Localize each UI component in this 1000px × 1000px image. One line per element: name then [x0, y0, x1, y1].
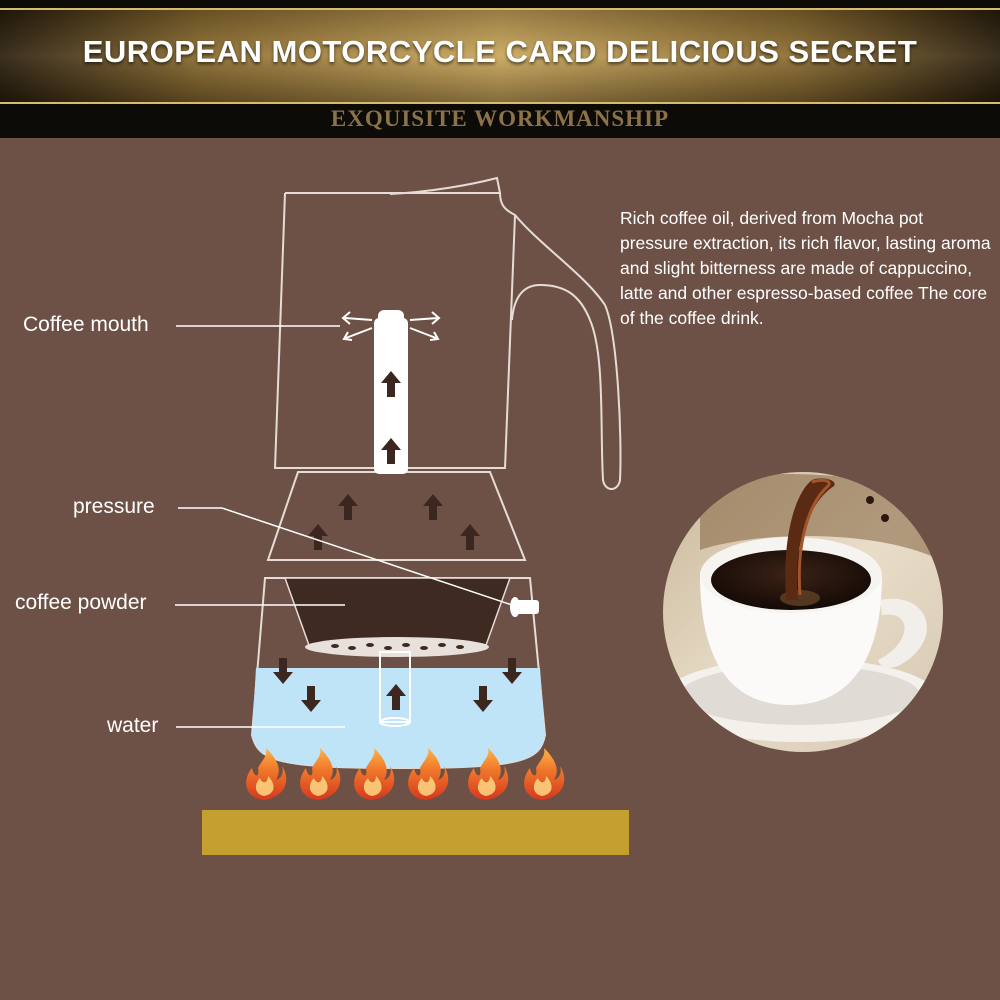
filter-plate	[305, 637, 489, 657]
arrow-up-icon	[460, 524, 480, 550]
stove-plate	[202, 810, 629, 855]
safety-valve-icon	[510, 597, 539, 617]
description-text: Rich coffee oil, derived from Mocha pot …	[620, 208, 991, 328]
gold-band	[0, 8, 1000, 104]
funnel-tube	[379, 651, 411, 723]
arrow-up-icon	[338, 494, 358, 520]
upper-chamber	[273, 176, 622, 490]
page-subtitle: EXQUISITE WORKMANSHIP	[330, 106, 670, 131]
mid-section	[266, 471, 527, 561]
header-banner: EUROPEAN MOTORCYCLE CARD DELICIOUS SECRE…	[0, 0, 1000, 138]
label-water: water	[107, 714, 159, 737]
steam-arrows-icon	[341, 311, 441, 341]
leader-lines	[175, 325, 513, 728]
label-coffee-mouth: Coffee mouth	[23, 313, 149, 336]
page-title: EUROPEAN MOTORCYCLE CARD DELICIOUS SECRE…	[82, 34, 918, 69]
label-pressure: pressure	[73, 495, 155, 518]
arrow-up-icon	[423, 494, 443, 520]
label-coffee-powder: coffee powder	[15, 591, 147, 614]
coffee-cup-image	[663, 472, 943, 752]
